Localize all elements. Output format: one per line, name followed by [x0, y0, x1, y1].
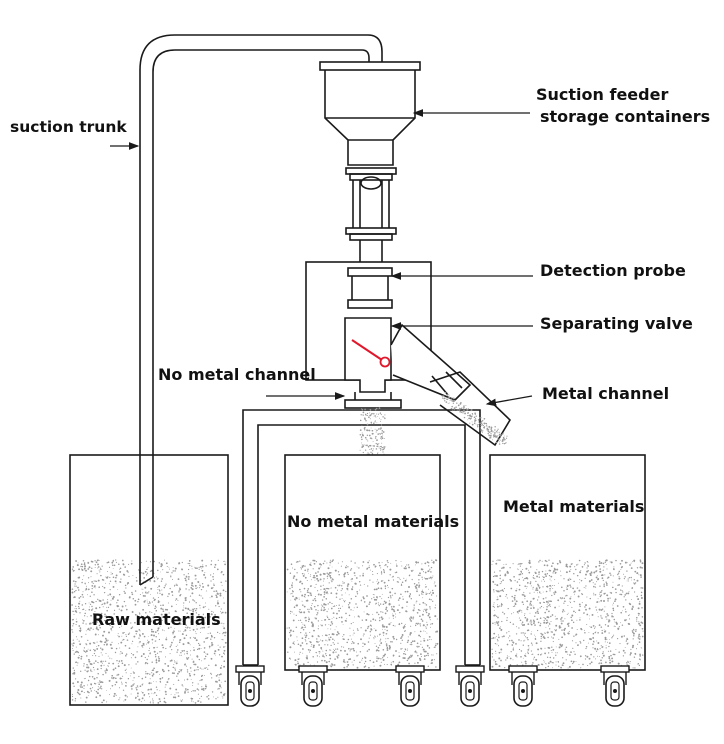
connecting-tube — [345, 167, 397, 262]
caster-wheel — [455, 665, 485, 707]
no-metal-outlet — [344, 392, 402, 409]
metal-materials-fill — [491, 559, 644, 669]
suction-feeder-label-line2: storage containers — [540, 107, 711, 126]
separating-valve — [344, 317, 472, 401]
caster-wheels — [235, 665, 630, 707]
metal-channel-arrow — [485, 395, 533, 407]
detection-probe-label: Detection probe — [540, 261, 686, 280]
metal-channel-label: Metal channel — [542, 384, 670, 403]
suction-trunk-label: suction trunk — [10, 118, 127, 136]
raw-materials-label: Raw materials — [92, 610, 221, 629]
metal-materials-label: Metal materials — [503, 497, 645, 516]
suction-feeder-label-line1: Suction feeder — [536, 85, 669, 104]
separating-valve-label: Separating valve — [540, 314, 693, 333]
valve-flap — [351, 339, 391, 368]
support-frame — [242, 409, 481, 666]
storage-hopper — [319, 61, 421, 166]
caster-wheel — [395, 665, 425, 707]
caster-wheel — [508, 665, 538, 707]
suction-trunk-inlet — [139, 455, 154, 586]
metal-materials-container — [489, 454, 646, 671]
no-metal-fill — [286, 559, 439, 669]
caster-wheel — [298, 665, 328, 707]
no-metal-channel-label: No metal channel — [158, 365, 316, 384]
caster-wheel — [235, 665, 265, 707]
metal-channel-pipe — [429, 371, 512, 447]
no-metal-materials-label: No metal materials — [287, 512, 460, 531]
caster-wheel — [600, 665, 630, 707]
raw-materials-fill — [71, 559, 227, 704]
